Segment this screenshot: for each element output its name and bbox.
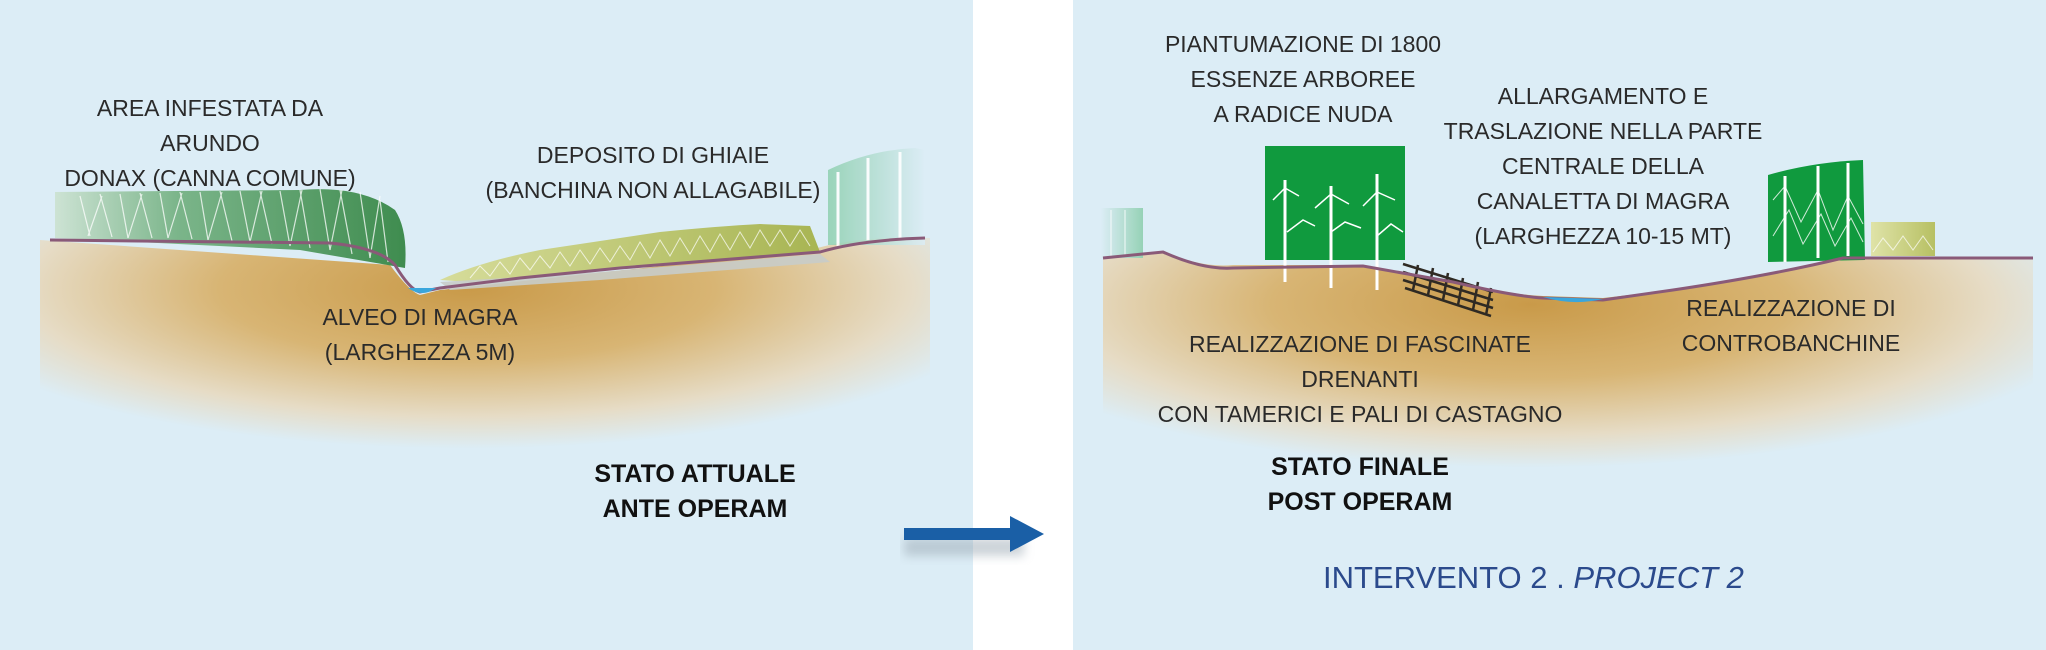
planted-trees: [1265, 146, 1405, 290]
channel-widening-label: ALLARGAMENTO E TRASLAZIONE NELLA PARTE C…: [1443, 83, 1763, 249]
widened-low-water-channel: [1543, 297, 1603, 303]
ante-operam-state-label: STATO ATTUALE ANTE OPERAM: [594, 460, 796, 523]
arundo-area-label: AREA INFESTATA DA ARUNDO DONAX (CANNA CO…: [64, 95, 356, 191]
tree-planting-label: PIANTUMAZIONE DI 1800 ESSENZE ARBOREE A …: [1164, 31, 1442, 127]
post-operam-cross-section: [1101, 146, 2033, 515]
gravel-patch: [1871, 222, 1935, 256]
post-operam-panel: PIANTUMAZIONE DI 1800 ESSENZE ARBOREE A …: [1073, 0, 2046, 650]
gravel-deposit-label: DEPOSITO DI GHIAIE (BANCHINA NON ALLAGAB…: [485, 142, 821, 203]
low-water-channel-label: ALVEO DI MAGRA (LARGHEZZA 5M): [322, 304, 518, 365]
project-title-english: PROJECT 2: [1573, 560, 1744, 595]
counterbank-trees: [1768, 160, 1865, 262]
gravel-deposit: [440, 224, 830, 290]
project-title: INTERVENTO 2 . PROJECT 2: [1323, 560, 1744, 596]
ante-operam-cross-section: [40, 148, 930, 495]
post-operam-state-label: STATO FINALE POST OPERAM: [1267, 453, 1453, 516]
ante-operam-panel: AREA INFESTATA DA ARUNDO DONAX (CANNA CO…: [0, 0, 973, 650]
counterbanks-label: REALIZZAZIONE DI CONTROBANCHINE: [1681, 295, 1901, 356]
faded-trees: [828, 148, 925, 248]
soil-body: [1103, 252, 2033, 515]
transition-arrow-icon: [904, 516, 1044, 556]
faded-trees: [1101, 208, 1143, 258]
project-title-main: INTERVENTO 2 .: [1323, 560, 1565, 595]
fascines-label: REALIZZAZIONE DI FASCINATE DRENANTI CON …: [1157, 331, 1563, 427]
soil-body: [40, 237, 930, 495]
low-water-channel: [408, 288, 436, 293]
arundo-reeds: [55, 188, 406, 268]
ground-profile: [1102, 250, 2033, 302]
